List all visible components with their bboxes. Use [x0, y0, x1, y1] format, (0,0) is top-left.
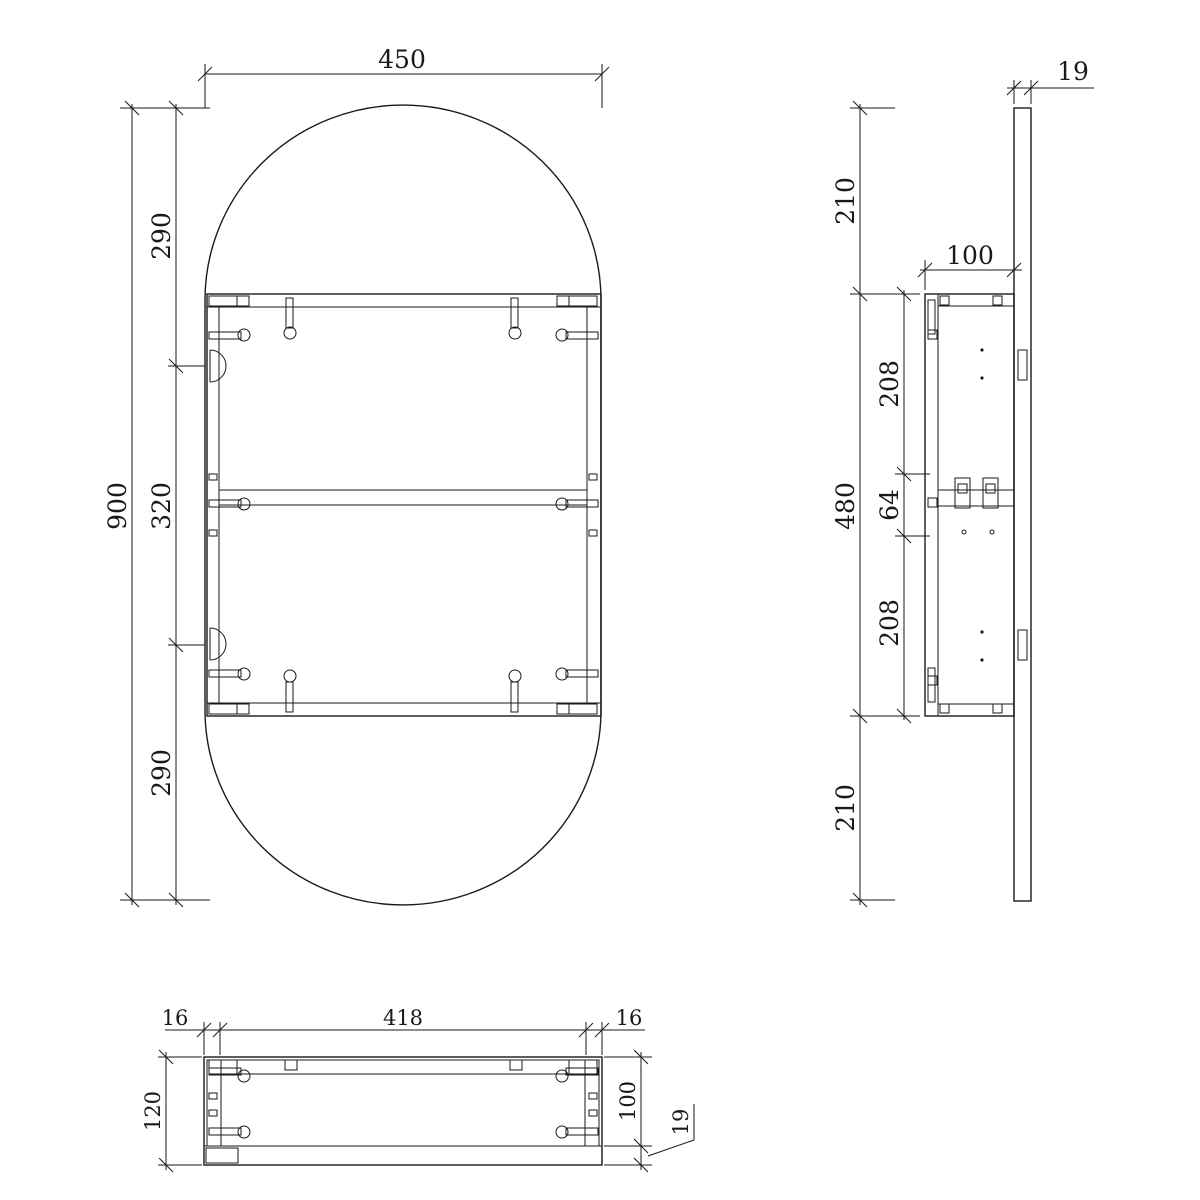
dim-plan-total-depth: 120 — [141, 1091, 165, 1131]
dim-plan-left-panel: 16 — [162, 1006, 189, 1030]
dim-side-bottom-offset: 210 — [831, 784, 860, 832]
dim-plan-inner-width: 418 — [383, 1006, 423, 1030]
dim-front-width: 450 — [378, 45, 426, 74]
plan-view: 16 418 16 120 100 19 — [141, 1006, 695, 1173]
dim-plan-inner-depth: 100 — [616, 1081, 640, 1121]
front-view: 450 900 290 320 290 — [103, 45, 610, 908]
side-mirror-panel — [1013, 107, 1032, 902]
dim-side-lower: 208 — [875, 599, 904, 647]
dim-side-depth: 100 — [946, 241, 994, 270]
dim-plan-panel-thickness: 19 — [669, 1109, 693, 1136]
front-cabinet-frame — [206, 293, 602, 717]
dim-front-top-arc: 290 — [147, 212, 176, 260]
dim-side-top-offset: 210 — [831, 177, 860, 225]
dim-plan-right-panel: 16 — [616, 1006, 643, 1030]
dim-front-height: 900 — [103, 482, 132, 530]
dim-front-middle: 320 — [147, 482, 176, 530]
dim-side-panel-thickness: 19 — [1057, 57, 1089, 86]
dim-side-upper: 208 — [875, 360, 904, 408]
front-shelf — [218, 489, 588, 506]
dim-side-middle: 64 — [875, 489, 904, 521]
side-view: 19 100 210 480 210 208 64 208 — [831, 57, 1094, 908]
dim-side-cabinet-height: 480 — [831, 482, 860, 530]
dim-front-bottom-arc: 290 — [147, 749, 176, 797]
plan-cabinet-outline — [203, 1056, 603, 1166]
